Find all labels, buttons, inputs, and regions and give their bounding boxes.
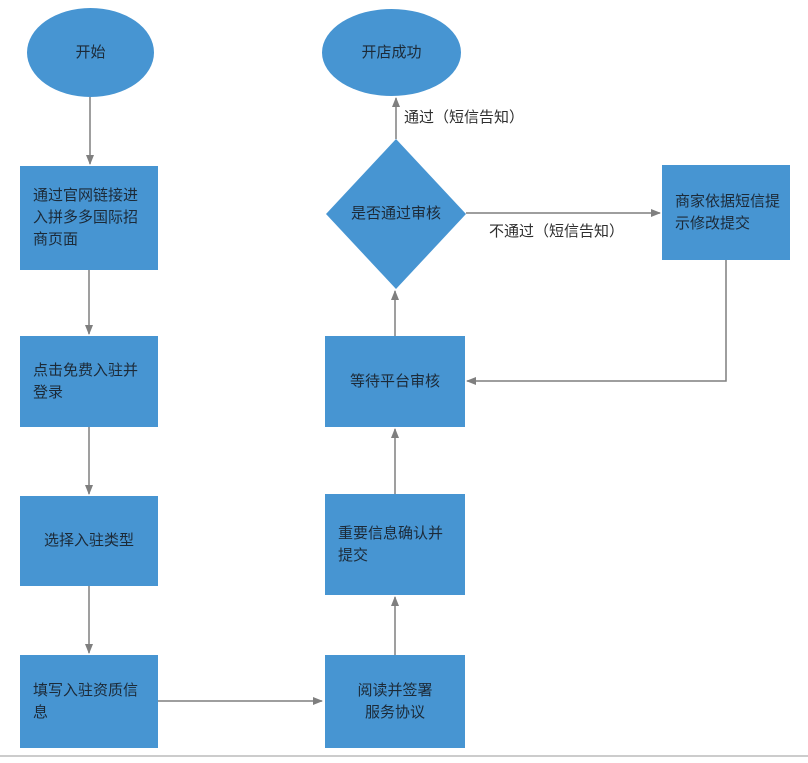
node-start: 开始 — [27, 8, 154, 97]
edge-modify-to-wait-review — [466, 260, 727, 385]
node-wait-review: 等待平台审核 — [325, 336, 465, 427]
node-modify-resubmit: 商家依据短信提 示修改提交 — [662, 165, 790, 260]
node-select-type: 选择入驻类型 — [20, 496, 158, 586]
edge-label-fail: 不通过（短信告知） — [489, 222, 625, 240]
node-confirm-submit: 重要信息确认并 提交 — [325, 494, 465, 595]
node-click-join: 点击免费入驻并 登录 — [20, 336, 158, 427]
node-open-page: 通过官网链接进 入拼多多国际招 商页面 — [20, 166, 158, 270]
edge-label-pass: 通过（短信告知） — [404, 108, 525, 126]
bottom-divider — [0, 755, 808, 757]
node-read-sign: 阅读并签署 服务协议 — [325, 655, 465, 748]
node-fill-info: 填写入驻资质信 息 — [20, 655, 158, 748]
node-success: 开店成功 — [322, 9, 461, 96]
